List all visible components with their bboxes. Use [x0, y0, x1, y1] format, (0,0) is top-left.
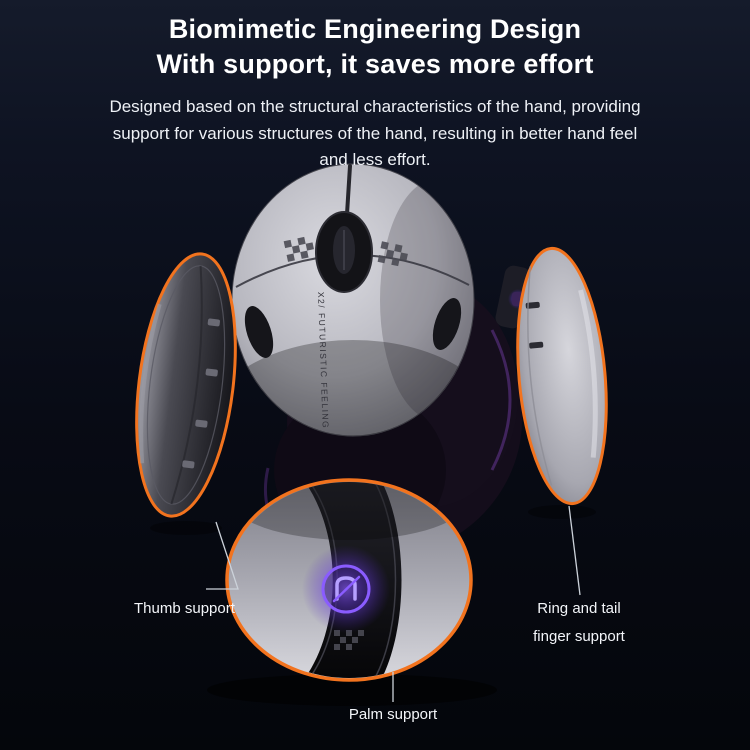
label-ring-line2: finger support: [533, 627, 625, 645]
side-groove-left: [244, 306, 274, 358]
label-thumb-support: Thumb support: [134, 600, 235, 617]
checker-pattern-palm: [334, 630, 364, 650]
palm-support-part: [225, 478, 473, 682]
ring-finger-support-part: [516, 246, 608, 506]
callout-connectors: [206, 505, 581, 702]
brand-logo-glow: [302, 545, 390, 633]
connector-ring: [568, 505, 581, 596]
palm-piece-shadow: [207, 674, 497, 706]
checker-pattern-left: [283, 236, 314, 262]
ring-piece-shadow: [528, 505, 596, 519]
thumb-piece-shadow: [150, 521, 222, 535]
label-palm-support: Palm support: [348, 706, 438, 723]
header: Biomimetic Engineering Design With suppo…: [0, 12, 750, 173]
title-line-1: Biomimetic Engineering Design: [168, 14, 582, 44]
label-ring-line1: Ring and tail: [537, 600, 621, 617]
description-text: Designed based on the structural charact…: [109, 97, 641, 169]
shell-side-text: X2/ FUTURISTIC FEELING: [316, 292, 331, 430]
side-groove-right: [432, 298, 462, 350]
thumb-support-part: [135, 252, 237, 518]
button-split-seam: [345, 164, 352, 216]
scroll-wheel: [315, 211, 373, 293]
connector-thumb: [206, 521, 239, 590]
checker-pattern-right: [377, 241, 408, 267]
label-ring-support: Ring and tail finger support: [533, 595, 625, 651]
title-line-2: With support, it saves more effort: [156, 49, 594, 80]
